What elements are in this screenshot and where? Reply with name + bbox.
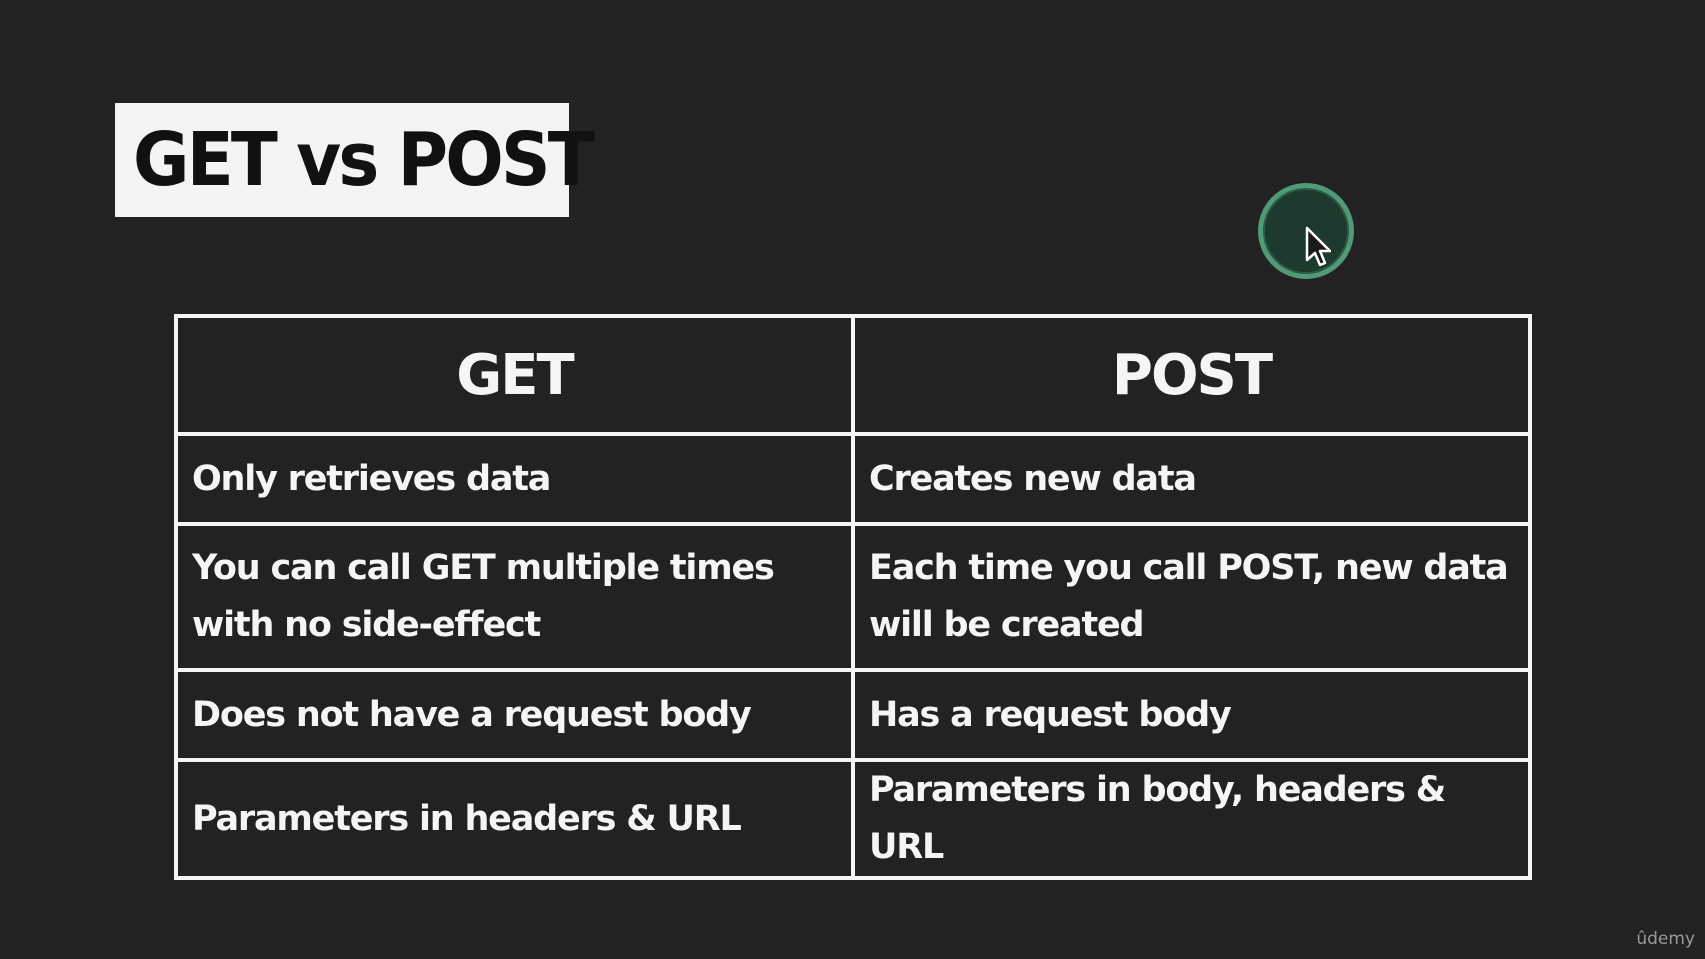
table-cell-post: Creates new data — [855, 436, 1528, 522]
column-header-post: POST — [855, 318, 1528, 432]
table-cell-get: Only retrieves data — [178, 436, 851, 522]
udemy-logo: ûdemy — [1636, 929, 1695, 949]
table-cell-post: Each time you call POST, new data will b… — [855, 526, 1528, 668]
mouse-pointer-icon — [1305, 226, 1331, 267]
table-row: Only retrieves data Creates new data — [178, 436, 1528, 522]
column-header-get: GET — [178, 318, 851, 432]
table-row: Does not have a request body Has a reque… — [178, 672, 1528, 758]
table-cell-post: Parameters in body, headers & URL — [855, 762, 1528, 876]
table-cell-get: Parameters in headers & URL — [178, 762, 851, 876]
slide-title-box: GET vs POST — [115, 103, 595, 217]
slide-title: GET vs POST — [133, 117, 595, 203]
comparison-table: GET POST Only retrieves data Creates new… — [174, 314, 1532, 880]
cursor-highlight — [1258, 183, 1354, 279]
table-cell-post: Has a request body — [855, 672, 1528, 758]
table-header-row: GET POST — [178, 318, 1528, 432]
table-row: You can call GET multiple times with no … — [178, 526, 1528, 668]
table-cell-get: Does not have a request body — [178, 672, 851, 758]
table-row: Parameters in headers & URL Parameters i… — [178, 762, 1528, 876]
table-cell-get: You can call GET multiple times with no … — [178, 526, 851, 668]
